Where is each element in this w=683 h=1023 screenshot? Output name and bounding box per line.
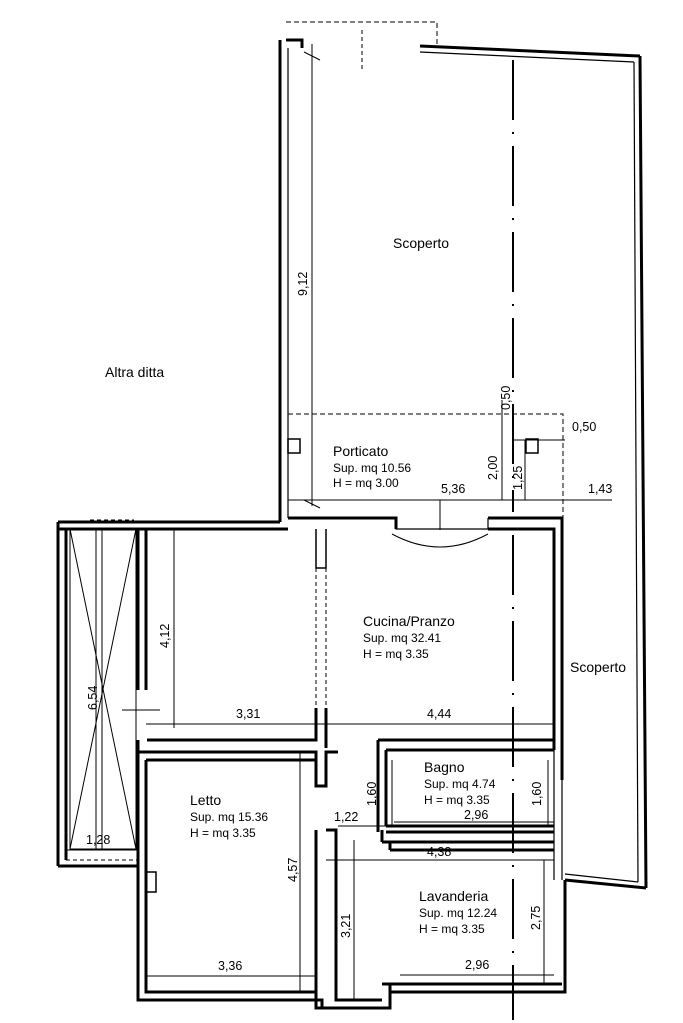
dim-275: 2,75 [529, 906, 543, 930]
porticato-name: Porticato [333, 443, 388, 459]
letto-name: Letto [190, 792, 221, 808]
dim-125: 1,25 [511, 466, 525, 490]
dim-296-bagno: 2,96 [464, 808, 488, 822]
dim-331: 3,31 [236, 707, 260, 721]
bagno-name: Bagno [424, 759, 465, 775]
dashed-openings [66, 519, 327, 861]
dim-444: 4,44 [427, 707, 451, 721]
dim-160-hall: 1,60 [365, 782, 379, 806]
house-walls [56, 500, 567, 1010]
dim-160-bagno: 1,60 [530, 782, 544, 806]
dim-336: 3,36 [218, 959, 242, 973]
dim-654: 6,54 [86, 686, 100, 710]
dim-143: 1,43 [588, 482, 612, 496]
lavanderia-sup: Sup. mq 12.24 [419, 906, 497, 920]
lavanderia-h: H = mq 3.35 [419, 922, 485, 936]
dim-296-lav: 2,96 [465, 958, 489, 972]
dim-050-v: 0,50 [499, 386, 513, 410]
cucina-h: H = mq 3.35 [363, 647, 429, 661]
bagno-h: H = mq 3.35 [424, 793, 490, 807]
dim-200: 2,00 [486, 456, 500, 480]
porticato-area [287, 400, 612, 518]
dim-122: 1,22 [334, 810, 358, 824]
stair-block [69, 528, 160, 850]
dim-536: 5,36 [441, 482, 465, 496]
lavanderia-name: Lavanderia [419, 888, 488, 904]
cucina-name: Cucina/Pranzo [363, 613, 455, 629]
dim-457: 4,57 [286, 858, 300, 882]
dim-912: 9,12 [296, 272, 310, 296]
dim-128: 1,28 [86, 833, 110, 847]
letto-sup: Sup. mq 15.36 [190, 810, 268, 824]
dim-line-912 [303, 44, 321, 509]
dim-050-h: 0,50 [572, 420, 596, 434]
letto-h: H = mq 3.35 [190, 826, 256, 840]
scoperto-right-label: Scoperto [570, 659, 626, 675]
bagno-sup: Sup. mq 4.74 [424, 777, 496, 791]
dim-412: 4,12 [158, 624, 172, 648]
dim-438: 4,38 [427, 845, 451, 859]
scoperto-top-label: Scoperto [393, 235, 449, 251]
dimension-lines [66, 529, 554, 1000]
altra-ditta-label: Altra ditta [105, 364, 164, 380]
porticato-h: H = mq 3.00 [333, 476, 399, 490]
dim-321: 3,21 [339, 914, 353, 938]
cucina-sup: Sup. mq 32.41 [363, 631, 441, 645]
porticato-sup: Sup. mq 10.56 [333, 461, 411, 475]
